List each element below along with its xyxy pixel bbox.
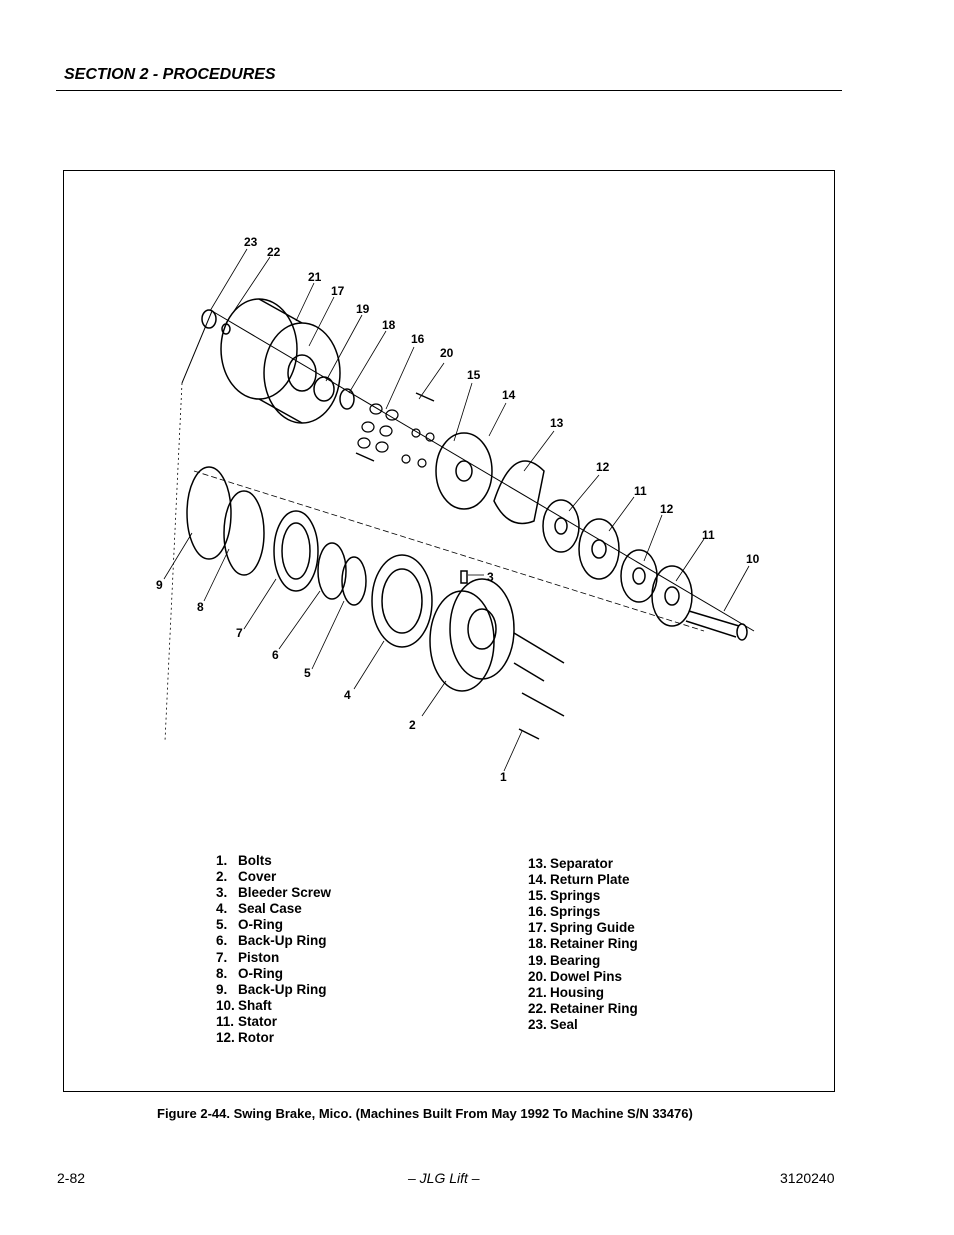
callout-16: 16 — [411, 332, 425, 346]
legend-item: 19.Bearing — [528, 952, 601, 968]
callout-10: 10 — [746, 552, 760, 566]
legend-item: 2.Cover — [216, 869, 277, 885]
footer-brand: – JLG Lift – — [408, 1170, 480, 1186]
legend-item: 1.Bolts — [216, 853, 272, 868]
callout-20: 20 — [440, 346, 454, 360]
legend-item: 9.Back-Up Ring — [216, 981, 327, 997]
legend-item: 10.Shaft — [216, 997, 272, 1013]
legend-item: 15.Springs — [528, 888, 601, 904]
callout-1: 1 — [500, 770, 507, 784]
callout-14: 14 — [502, 388, 516, 402]
callout-12b: 12 — [660, 502, 674, 516]
legend-item: 11.Stator — [216, 1013, 278, 1029]
legend-item: 5.O-Ring — [216, 917, 283, 933]
legend-item: 12.Rotor — [216, 1030, 274, 1046]
header-rule — [56, 90, 842, 91]
legend-item: 4.Seal Case — [216, 901, 302, 917]
legend-item: 8.O-Ring — [216, 965, 283, 981]
figure-caption: Figure 2-44. Swing Brake, Mico. (Machine… — [157, 1106, 693, 1121]
callout-3: 3 — [487, 570, 494, 584]
callout-9: 9 — [156, 578, 163, 592]
parts-legend-left: 1.Bolts 2.Cover 3.Bleeder Screw 4.Seal C… — [216, 853, 331, 1046]
callout-23: 23 — [244, 235, 258, 249]
callout-5: 5 — [304, 666, 311, 680]
parts-legend-right: 13.Separator 14.Return Plate 15.Springs … — [528, 856, 638, 1033]
callout-6: 6 — [272, 648, 279, 662]
callout-11b: 11 — [702, 528, 715, 542]
section-header: SECTION 2 - PROCEDURES — [64, 66, 276, 83]
legend-item: 18.Retainer Ring — [528, 936, 638, 952]
callout-15: 15 — [467, 368, 481, 382]
legend-item: 16.Springs — [528, 904, 601, 920]
legend-item: 20.Dowel Pins — [528, 968, 623, 984]
callout-19: 19 — [356, 302, 370, 316]
callout-11a: 11 — [634, 484, 647, 498]
callout-17: 17 — [331, 284, 345, 298]
callout-18: 18 — [382, 318, 396, 332]
figure-frame: 23 22 21 17 19 18 16 20 15 14 13 12 11 1… — [63, 170, 835, 1092]
callout-8: 8 — [197, 600, 204, 614]
legend-item: 14.Return Plate — [528, 872, 630, 888]
legend-item: 7.Piston — [216, 949, 280, 965]
legend-item: 21.Housing — [528, 984, 604, 1000]
callout-12a: 12 — [596, 460, 610, 474]
document-number: 3120240 — [780, 1170, 835, 1186]
callout-22: 22 — [267, 245, 281, 259]
legend-item: 23.Seal — [528, 1016, 578, 1032]
callout-21: 21 — [308, 270, 322, 284]
legend-item: 6.Back-Up Ring — [216, 933, 327, 949]
callout-7: 7 — [236, 626, 243, 640]
callout-13: 13 — [550, 416, 564, 430]
callout-2: 2 — [409, 718, 416, 732]
exploded-view-drawing: 23 22 21 17 19 18 16 20 15 14 13 12 11 1… — [156, 235, 760, 784]
legend-item: 22.Retainer Ring — [528, 1000, 638, 1016]
legend-item: 17.Spring Guide — [528, 920, 635, 936]
legend-item: 13.Separator — [528, 856, 614, 871]
page-number: 2-82 — [57, 1170, 86, 1186]
callout-4: 4 — [344, 688, 351, 702]
legend-item: 3.Bleeder Screw — [216, 885, 332, 901]
